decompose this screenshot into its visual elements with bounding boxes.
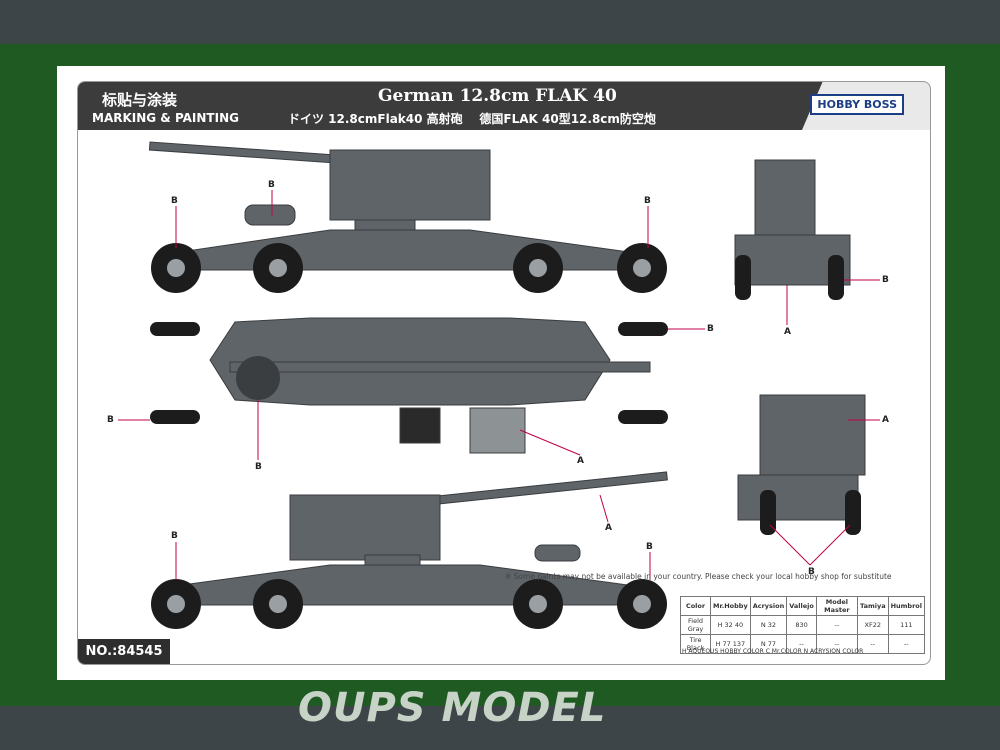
callout-lines xyxy=(118,190,880,580)
column-header: Mr.Hobby xyxy=(710,596,751,616)
bottom-bar xyxy=(0,706,1000,750)
marking-title-en: MARKING & PAINTING xyxy=(92,111,239,125)
table-cell: H 77 137 xyxy=(710,634,751,654)
color-name: Tire Black xyxy=(679,634,712,654)
column-header: Tamiya xyxy=(856,596,889,616)
rear-view xyxy=(737,394,866,521)
table-cell: 830 xyxy=(786,615,817,635)
column-header: Vallejo xyxy=(786,596,817,616)
top-view xyxy=(209,317,651,454)
side-view-top xyxy=(148,141,651,271)
table-row: Field Gray H 32 40 N 32 830 -- XF22 111 xyxy=(679,615,926,635)
marking-title-cn: 标贴与涂装 xyxy=(102,91,178,109)
callout-b: B xyxy=(268,180,275,190)
marking-page: 标贴与涂装 MARKING & PAINTING German 12.8cm F… xyxy=(77,81,931,665)
column-header: Acrysion xyxy=(749,596,788,616)
top-view-wheels xyxy=(150,322,668,424)
paint-table-header: Color Mr.Hobby Acrysion Vallejo Model Ma… xyxy=(679,596,926,616)
table-cell: N 77 xyxy=(749,634,788,654)
color-name: Field Gray xyxy=(679,615,712,635)
hobbyboss-logo: HOBBY BOSS xyxy=(810,94,904,115)
availability-notice: ※ Some paints may not be available in yo… xyxy=(505,572,892,581)
table-row: Tire Black H 77 137 N 77 -- -- -- -- xyxy=(679,634,926,654)
callout-b: B xyxy=(707,324,714,334)
subtitle-jp: ドイツ 12.8cmFlak40 高射砲 xyxy=(288,112,463,126)
rear-view-wheels xyxy=(760,490,861,535)
table-cell: H 32 40 xyxy=(710,615,751,635)
callout-b: B xyxy=(171,531,178,541)
top-bar xyxy=(0,0,1000,44)
paint-legend: H AQUEOUS HOBBY COLOR C Mr.COLOR N ACRYS… xyxy=(682,648,864,655)
column-header: Humbrol xyxy=(887,596,926,616)
callout-a: A xyxy=(577,456,584,466)
side-view-bottom xyxy=(159,471,668,606)
callout-b: B xyxy=(646,542,653,552)
callout-a: A xyxy=(882,415,889,425)
column-header: Model Master xyxy=(815,596,858,616)
callout-b: B xyxy=(171,196,178,206)
callout-b: B xyxy=(644,196,651,206)
column-header: Color xyxy=(679,596,712,616)
callout-a: A xyxy=(605,523,612,533)
side-view-bottom-hubs xyxy=(167,595,651,613)
table-cell: 111 xyxy=(887,615,926,635)
side-view-top-hubs xyxy=(167,259,651,277)
watermark: OUPS MODEL xyxy=(298,685,607,731)
table-cell: N 32 xyxy=(749,615,788,635)
callout-b: B xyxy=(107,415,114,425)
page-header: 标贴与涂装 MARKING & PAINTING German 12.8cm F… xyxy=(78,82,930,130)
table-cell: -- xyxy=(887,634,926,654)
paint-table: Color Mr.Hobby Acrysion Vallejo Model Ma… xyxy=(679,596,926,654)
callout-b: B xyxy=(882,275,889,285)
table-cell: -- xyxy=(815,615,858,635)
callout-a: A xyxy=(784,327,791,337)
table-cell: XF22 xyxy=(856,615,889,635)
callout-b: B xyxy=(255,462,262,472)
front-view-wheels xyxy=(735,255,844,300)
callout-b: B xyxy=(808,567,815,577)
table-cell: -- xyxy=(815,634,858,654)
page-title: German 12.8cm FLAK 40 xyxy=(378,86,617,106)
page-subtitle: ドイツ 12.8cmFlak40 高射砲 德国FLAK 40型12.8cm防空炮 xyxy=(288,110,656,127)
subtitle-cn: 德国FLAK 40型12.8cm防空炮 xyxy=(479,112,656,126)
kit-number: NO.:84545 xyxy=(78,639,170,664)
